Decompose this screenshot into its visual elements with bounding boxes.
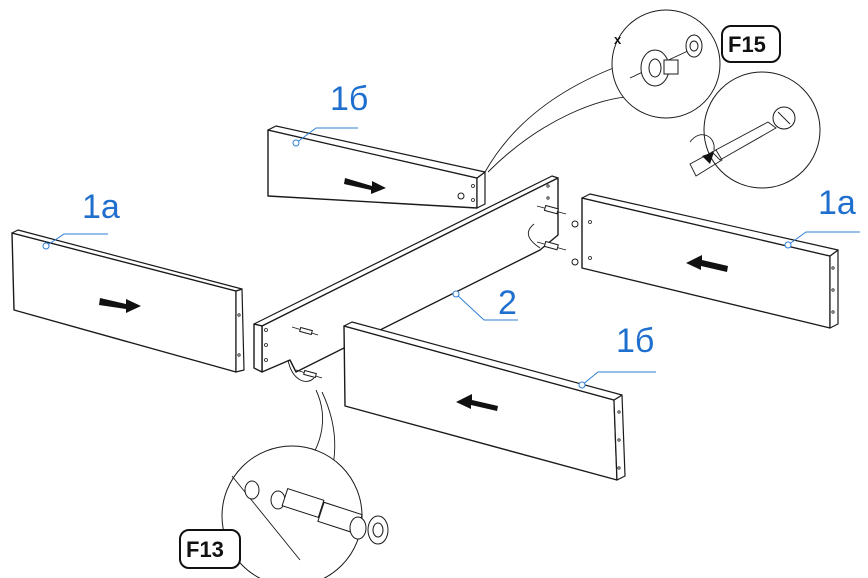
panel-1a-right (581, 193, 839, 329)
part-label-2: 2 (498, 284, 517, 322)
label-1b-top: 1б (292, 80, 368, 147)
cross-mark-label: x (614, 32, 622, 47)
arrow-left-icon (456, 394, 498, 411)
arrow-left-icon (686, 255, 728, 272)
part-label-1b-top: 1б (330, 80, 368, 118)
dowel-pin (536, 204, 579, 266)
cam-screw-small (457, 192, 465, 200)
dowel-pin (291, 326, 323, 379)
label-1a-left: 1a (42, 188, 120, 250)
part-label-1a-left: 1a (82, 188, 120, 226)
badge-f13-text: F13 (186, 537, 224, 562)
panel-1b-bottom (343, 321, 626, 481)
badge-f15-text: F15 (728, 32, 766, 57)
panel-2-center (253, 175, 579, 382)
panel-1b-top (267, 125, 486, 209)
cam-lock-detail (611, 9, 721, 119)
panel-1a-left (11, 229, 245, 373)
part-label-1a-right: 1a (818, 184, 856, 222)
screwdriver-detail (689, 71, 821, 189)
arrow-right-icon (99, 298, 141, 313)
rotation-arrow-icon (702, 152, 714, 164)
part-label-1b-bottom: 1б (616, 322, 654, 360)
dowel-detail (221, 445, 389, 578)
badge-f13: F13 (179, 529, 241, 569)
arrow-right-icon (344, 178, 386, 194)
label-1a-right: 1a (784, 184, 860, 249)
badge-f15: F15 (721, 25, 781, 63)
label-1b-bottom: 1б (578, 322, 656, 389)
label-2-center: 2 (452, 284, 518, 322)
